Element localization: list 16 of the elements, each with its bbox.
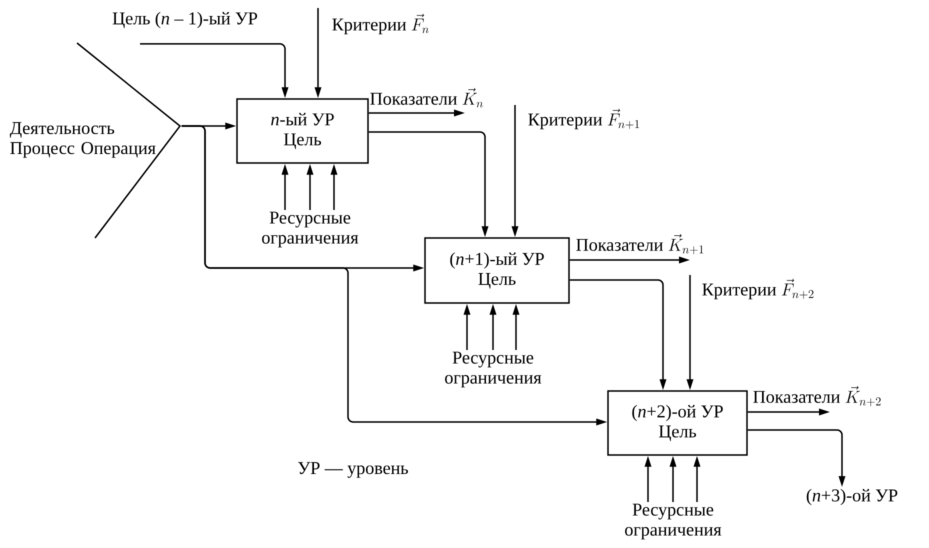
process-box: (n+1)-ый УР Цель [424, 237, 570, 304]
process-box: n-ый УР Цель [236, 98, 369, 164]
text-label: Показатели $\vec{K}_{n}$ [370, 88, 483, 108]
text-label: Цель (n – 1)-ый УР [112, 12, 258, 28]
text-label: Ресурсные ограничения [445, 352, 542, 388]
text-label: (n+3)-ой УР [806, 488, 898, 506]
note-text: УР — уровень [298, 462, 408, 478]
text-label: Показатели $\vec{K}_{n+2}$ [753, 386, 881, 406]
text-label: Показатели $\vec{K}_{n+1}$ [576, 234, 704, 254]
text-label: Критерии $\vec{F}_{n+1}$ [528, 108, 640, 130]
process-box: (n+2)-ой УР Цель [607, 390, 748, 456]
text-label: Ресурсные ограничения [625, 504, 722, 540]
text-label: Критерии $\vec{F}_{n+2}$ [702, 278, 814, 300]
text-label: Критерии $\vec{F}_{n}$ [332, 14, 429, 34]
text-label: Деятельность Процесс Операция [10, 122, 156, 158]
text-label: Ресурсные ограничения [262, 212, 358, 248]
